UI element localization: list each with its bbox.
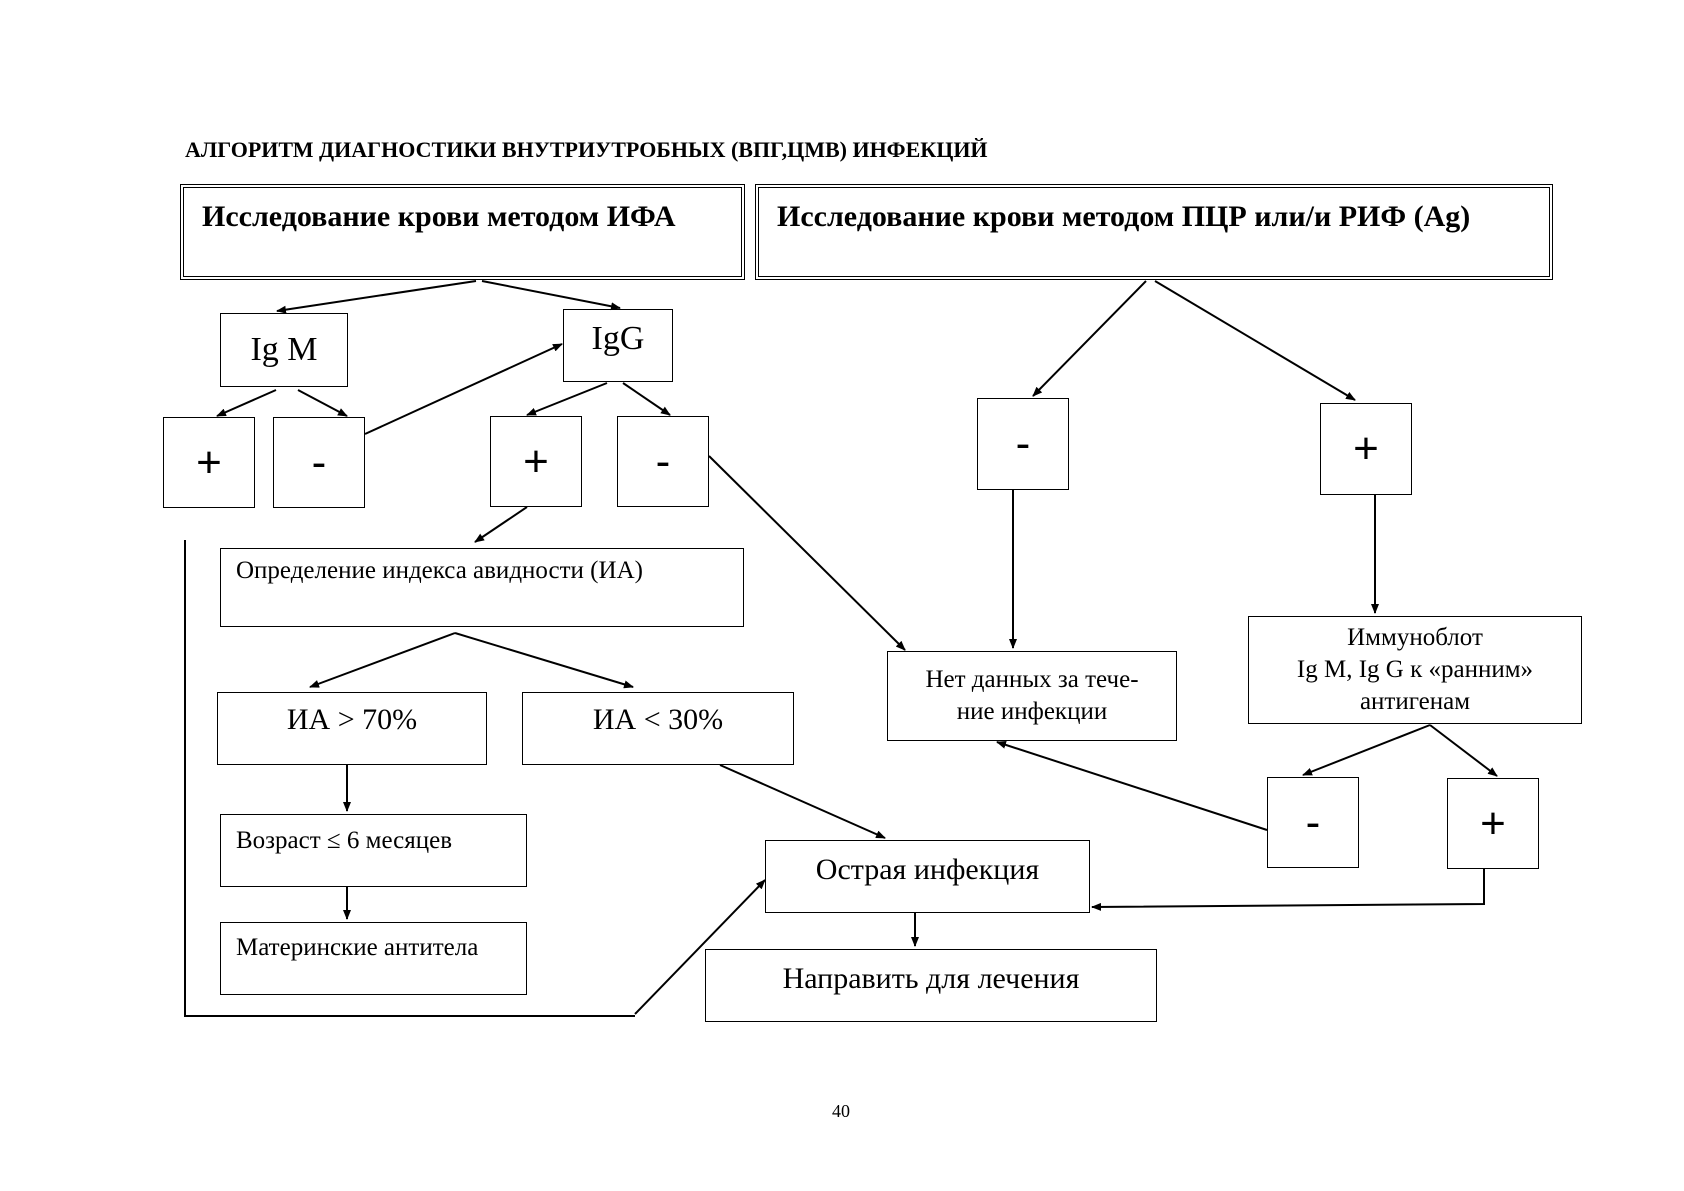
ifa-header-box: Исследование крови методом ИФА bbox=[180, 184, 745, 280]
arrow-bypass-to-acute bbox=[634, 879, 766, 1015]
arrow-immunoblot-to-plus bbox=[1429, 724, 1498, 777]
arrow-pcr-to-minus bbox=[1032, 280, 1147, 397]
arrow-igg-plus-to-avidity bbox=[474, 506, 528, 543]
acute-infection-box: Острая инфекция bbox=[765, 840, 1090, 913]
arrow-blot-plus-to-acute-line bbox=[1091, 869, 1485, 911]
avidity-label: Определение индекса авидности (ИА) bbox=[236, 557, 643, 584]
igg-minus-box: - bbox=[617, 416, 709, 507]
arrow-igg-to-plus bbox=[526, 382, 608, 416]
treatment-label: Направить для лечения bbox=[782, 962, 1080, 995]
pcr-minus-box: - bbox=[977, 398, 1069, 490]
arrow-blot-minus-to-no-data bbox=[996, 740, 1268, 831]
maternal-antibodies-label: Материнские антитела bbox=[236, 934, 479, 961]
immunoblot-line-2: Ig M, Ig G к «ранним» bbox=[1296, 656, 1534, 683]
arrow-avidity-to-ia-low bbox=[454, 632, 634, 689]
age-box: Возраст ≤ 6 месяцев bbox=[220, 814, 527, 887]
igm-plus-box: + bbox=[163, 417, 255, 508]
immunoblot-line-1: Иммуноблот bbox=[1347, 624, 1483, 651]
age-label: Возраст ≤ 6 месяцев bbox=[236, 827, 453, 854]
ia-low-box: ИА < 30% bbox=[522, 692, 794, 765]
igg-label: IgG bbox=[591, 320, 645, 357]
igg-plus-box: + bbox=[490, 416, 582, 507]
avidity-box: Определение индекса авидности (ИА) bbox=[220, 548, 744, 627]
no-infection-data-box: Нет данных за тече- ние инфекции bbox=[887, 651, 1177, 741]
pcr-header-label: Исследование крови методом ПЦР или/и РИФ… bbox=[777, 200, 1471, 233]
page-title: АЛГОРИТМ ДИАГНОСТИКИ ВНУТРИУТРОБНЫХ (ВПГ… bbox=[185, 137, 988, 162]
ia-high-label: ИА > 70% bbox=[286, 703, 418, 736]
ia-low-label: ИА < 30% bbox=[592, 703, 724, 736]
arrow-igg-minus-to-no-data bbox=[708, 455, 906, 651]
arrow-igm-to-minus bbox=[297, 389, 348, 417]
igg-plus-label: + bbox=[523, 436, 549, 486]
immunoblot-line-3: антигенам bbox=[1359, 688, 1471, 715]
arrow-pcr-to-plus bbox=[1154, 280, 1356, 401]
arrow-igm-plus-to-acute bbox=[184, 540, 635, 1017]
arrow-immunoblot-to-minus bbox=[1302, 724, 1431, 776]
pcr-header-box: Исследование крови методом ПЦР или/и РИФ… bbox=[755, 184, 1553, 280]
immunoblot-minus-label: - bbox=[1305, 797, 1321, 847]
arrow-igm-to-plus bbox=[216, 389, 277, 417]
maternal-antibodies-box: Материнские антитела bbox=[220, 922, 527, 995]
immunoblot-plus-box: + bbox=[1447, 778, 1539, 869]
ia-high-box: ИА > 70% bbox=[217, 692, 487, 765]
immunoblot-box: Иммуноблот Ig M, Ig G к «ранним» антиген… bbox=[1248, 616, 1582, 724]
arrow-ifa-to-igg bbox=[481, 280, 621, 311]
pcr-plus-box: + bbox=[1320, 403, 1412, 495]
arrow-ifa-to-igm bbox=[276, 280, 477, 314]
igm-box: Ig M bbox=[220, 313, 348, 387]
igm-minus-label: - bbox=[311, 437, 327, 487]
no-infection-data-line-2: ние инфекции bbox=[956, 698, 1108, 725]
igm-label: Ig M bbox=[250, 331, 318, 368]
immunoblot-plus-label: + bbox=[1480, 798, 1506, 848]
arrow-igg-to-minus bbox=[622, 382, 671, 416]
pcr-plus-label: + bbox=[1353, 424, 1379, 473]
immunoblot-minus-box: - bbox=[1267, 777, 1359, 868]
acute-infection-label: Острая инфекция bbox=[815, 853, 1040, 886]
igg-minus-label: - bbox=[655, 436, 671, 486]
page-number: 40 bbox=[832, 1101, 850, 1121]
no-infection-data-line-1: Нет данных за тече- bbox=[925, 666, 1139, 693]
treatment-box: Направить для лечения bbox=[705, 949, 1157, 1022]
igm-plus-label: + bbox=[196, 437, 222, 487]
igg-box: IgG bbox=[563, 309, 673, 382]
arrow-ia-low-to-acute bbox=[719, 764, 886, 839]
arrow-igm-minus-to-igg bbox=[364, 343, 563, 435]
ifa-header-label: Исследование крови методом ИФА bbox=[202, 200, 676, 233]
igm-minus-box: - bbox=[273, 417, 365, 508]
pcr-minus-label: - bbox=[1015, 419, 1031, 468]
arrow-avidity-to-ia-high bbox=[309, 632, 456, 688]
